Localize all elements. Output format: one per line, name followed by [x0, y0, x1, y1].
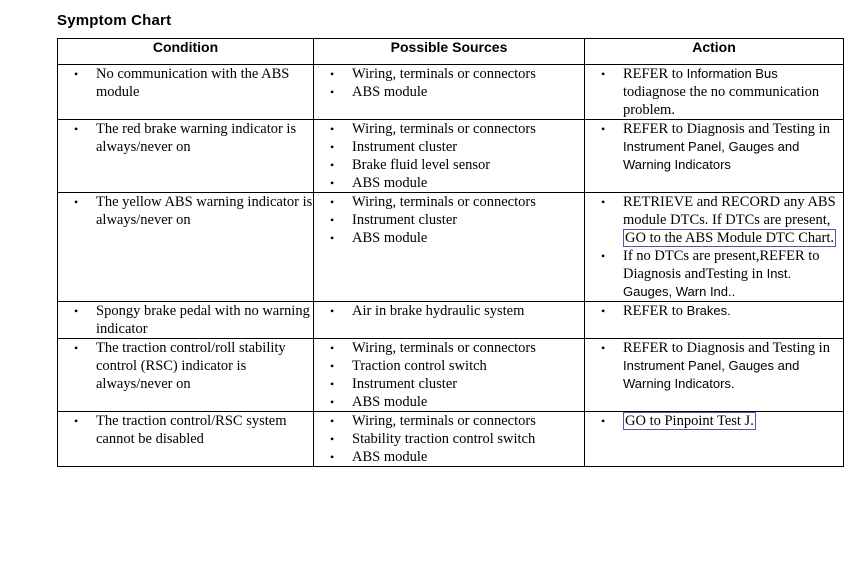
- action-text-sans: Instrument Panel, Gauges and Warning Ind…: [623, 358, 800, 391]
- condition-list: No communication with the ABS module: [58, 65, 313, 101]
- source-item: Instrument cluster: [314, 138, 584, 156]
- source-item: Wiring, terminals or connectors: [314, 120, 584, 138]
- action-text: REFER to: [623, 66, 687, 82]
- source-list: Wiring, terminals or connectorsStability…: [314, 412, 584, 466]
- source-item: Instrument cluster: [314, 375, 584, 393]
- condition-cell: The traction control/RSC system cannot b…: [57, 411, 314, 467]
- condition-cell: Spongy brake pedal with no warning indic…: [57, 301, 314, 339]
- source-item: ABS module: [314, 448, 584, 466]
- table-body: No communication with the ABS moduleWiri…: [57, 64, 844, 467]
- action-list: REFER to Diagnosis and Testing in Instru…: [585, 120, 843, 174]
- action-text: RETRIEVE and RECORD any ABS module DTCs.…: [623, 194, 836, 228]
- possible-sources-cell: Wiring, terminals or connectorsInstrumen…: [313, 119, 585, 193]
- action-text-sans: Information Bus: [686, 66, 778, 81]
- condition-item: The yellow ABS warning indicator is alwa…: [58, 193, 313, 229]
- possible-sources-cell: Wiring, terminals or connectorsInstrumen…: [313, 192, 585, 302]
- action-text-sans: Instrument Panel, Gauges and Warning Ind…: [623, 139, 800, 172]
- action-text-sans: Brakes.: [686, 303, 731, 318]
- condition-item: The traction control/RSC system cannot b…: [58, 412, 313, 448]
- action-list: GO to Pinpoint Test J.: [585, 412, 843, 430]
- source-item: ABS module: [314, 174, 584, 192]
- source-list: Wiring, terminals or connectorsInstrumen…: [314, 193, 584, 247]
- action-item: If no DTCs are present,REFER to Diagnosi…: [585, 247, 843, 301]
- condition-list: The yellow ABS warning indicator is alwa…: [58, 193, 313, 229]
- action-list: REFER to Brakes.: [585, 302, 843, 320]
- table-row: No communication with the ABS moduleWiri…: [57, 64, 844, 120]
- source-item: Air in brake hydraulic system: [314, 302, 584, 320]
- action-item: GO to Pinpoint Test J.: [585, 412, 843, 430]
- action-item: REFER to Brakes.: [585, 302, 843, 320]
- table-row: The traction control/roll stability cont…: [57, 338, 844, 412]
- action-text: REFER to Diagnosis and Testing in: [623, 121, 830, 137]
- source-list: Wiring, terminals or connectorsABS modul…: [314, 65, 584, 101]
- condition-list: The red brake warning indicator is alway…: [58, 120, 313, 156]
- table-row: The red brake warning indicator is alway…: [57, 119, 844, 193]
- action-cell: REFER to Information Bus todiagnose the …: [584, 64, 844, 120]
- source-item: Stability traction control switch: [314, 430, 584, 448]
- source-item: Wiring, terminals or connectors: [314, 412, 584, 430]
- symptom-chart-table: Condition Possible Sources Action No com…: [57, 38, 844, 467]
- action-cell: REFER to Diagnosis and Testing in Instru…: [584, 119, 844, 193]
- column-header-possible-sources: Possible Sources: [313, 38, 585, 65]
- condition-list: Spongy brake pedal with no warning indic…: [58, 302, 313, 338]
- source-list: Air in brake hydraulic system: [314, 302, 584, 320]
- action-text: diagnose the no communication problem.: [623, 84, 820, 118]
- source-item: Wiring, terminals or connectors: [314, 193, 584, 211]
- possible-sources-cell: Wiring, terminals or connectorsStability…: [313, 411, 585, 467]
- condition-cell: No communication with the ABS module: [57, 64, 314, 120]
- table-row: Spongy brake pedal with no warning indic…: [57, 301, 844, 339]
- possible-sources-cell: Wiring, terminals or connectorsTraction …: [313, 338, 585, 412]
- condition-item: The red brake warning indicator is alway…: [58, 120, 313, 156]
- action-text: to: [623, 84, 635, 100]
- source-list: Wiring, terminals or connectorsInstrumen…: [314, 120, 584, 192]
- condition-item: Spongy brake pedal with no warning indic…: [58, 302, 313, 338]
- condition-cell: The yellow ABS warning indicator is alwa…: [57, 192, 314, 302]
- source-item: Instrument cluster: [314, 211, 584, 229]
- column-header-action: Action: [584, 38, 844, 65]
- action-list: REFER to Information Bus todiagnose the …: [585, 65, 843, 119]
- source-item: Wiring, terminals or connectors: [314, 339, 584, 357]
- action-text-sans: Inst. Gauges, Warn Ind..: [623, 266, 792, 299]
- action-text: REFER to: [623, 303, 687, 319]
- action-text: REFER to Diagnosis and: [623, 248, 820, 282]
- action-text: If no DTCs are present,: [623, 248, 760, 264]
- possible-sources-cell: Air in brake hydraulic system: [313, 301, 585, 339]
- action-list: RETRIEVE and RECORD any ABS module DTCs.…: [585, 193, 843, 301]
- source-item: ABS module: [314, 393, 584, 411]
- condition-item: No communication with the ABS module: [58, 65, 313, 101]
- cross-reference-link[interactable]: GO to the ABS Module DTC Chart.: [623, 229, 837, 247]
- action-item: RETRIEVE and RECORD any ABS module DTCs.…: [585, 193, 843, 247]
- action-item: REFER to Diagnosis and Testing in Instru…: [585, 120, 843, 174]
- condition-cell: The red brake warning indicator is alway…: [57, 119, 314, 193]
- action-list: REFER to Diagnosis and Testing in Instru…: [585, 339, 843, 393]
- condition-cell: The traction control/roll stability cont…: [57, 338, 314, 412]
- action-cell: REFER to Diagnosis and Testing in Instru…: [584, 338, 844, 412]
- action-text: Testing in: [705, 266, 767, 282]
- source-item: ABS module: [314, 83, 584, 101]
- table-row: The yellow ABS warning indicator is alwa…: [57, 192, 844, 302]
- table-header-row: Condition Possible Sources Action: [57, 38, 844, 65]
- column-header-condition: Condition: [57, 38, 314, 65]
- action-cell: GO to Pinpoint Test J.: [584, 411, 844, 467]
- source-item: Brake fluid level sensor: [314, 156, 584, 174]
- source-list: Wiring, terminals or connectorsTraction …: [314, 339, 584, 411]
- condition-item: The traction control/roll stability cont…: [58, 339, 313, 393]
- table-row: The traction control/RSC system cannot b…: [57, 411, 844, 467]
- action-item: REFER to Diagnosis and Testing in Instru…: [585, 339, 843, 393]
- source-item: Traction control switch: [314, 357, 584, 375]
- source-item: ABS module: [314, 229, 584, 247]
- condition-list: The traction control/RSC system cannot b…: [58, 412, 313, 448]
- source-item: Wiring, terminals or connectors: [314, 65, 584, 83]
- condition-list: The traction control/roll stability cont…: [58, 339, 313, 393]
- action-cell: REFER to Brakes.: [584, 301, 844, 339]
- possible-sources-cell: Wiring, terminals or connectorsABS modul…: [313, 64, 585, 120]
- action-item: REFER to Information Bus todiagnose the …: [585, 65, 843, 119]
- action-text: REFER to Diagnosis and Testing in: [623, 340, 830, 356]
- page-title: Symptom Chart: [57, 12, 172, 29]
- action-cell: RETRIEVE and RECORD any ABS module DTCs.…: [584, 192, 844, 302]
- cross-reference-link[interactable]: GO to Pinpoint Test J.: [623, 412, 756, 430]
